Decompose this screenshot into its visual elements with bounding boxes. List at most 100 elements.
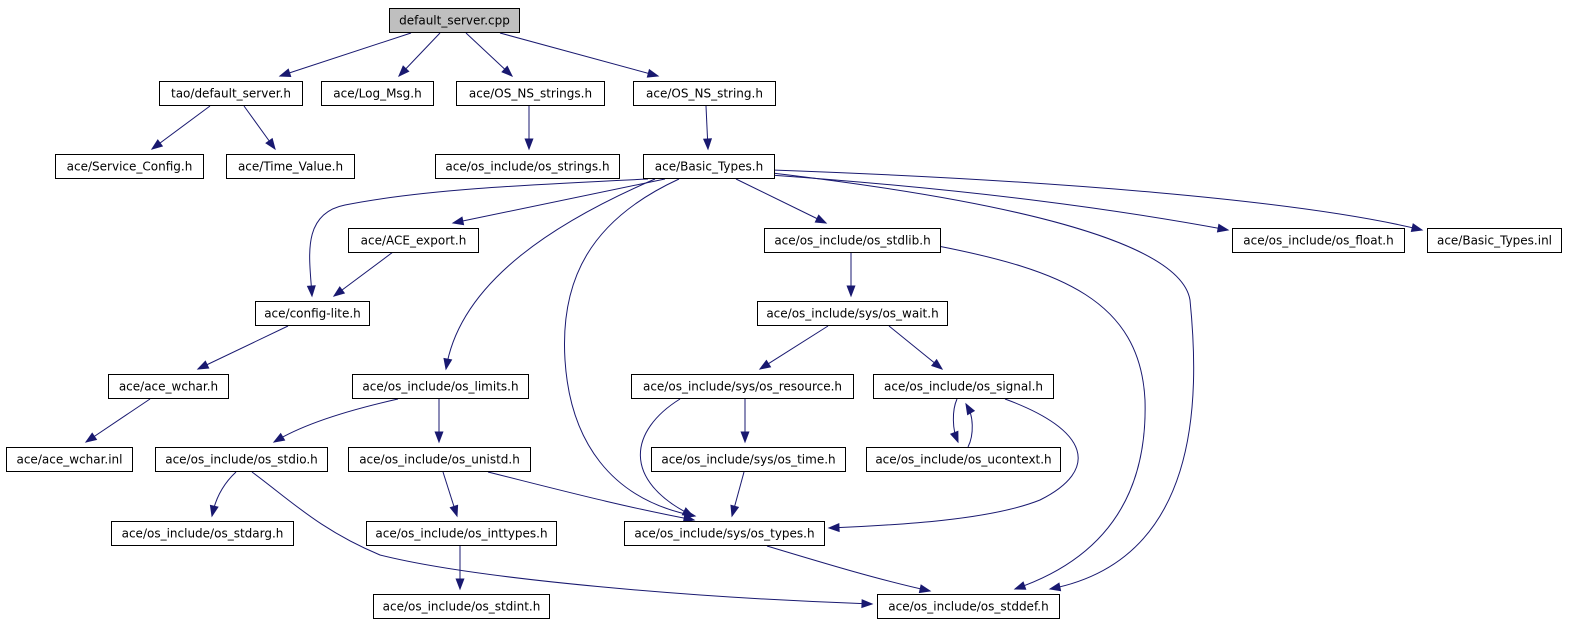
node-box (633, 81, 776, 106)
node-ace-export[interactable]: ace/ACE_export.h (348, 228, 479, 253)
node-os-unistd[interactable]: ace/os_include/os_unistd.h (348, 447, 531, 472)
edge-arrowhead (1048, 582, 1062, 592)
node-label: ace/os_include/os_stdarg.h (122, 527, 284, 541)
edge-config_lite-to-ace_wchar (196, 325, 289, 370)
node-label: ace/config-lite.h (264, 307, 361, 321)
node-label: ace/Service_Config.h (67, 160, 193, 174)
edge-root-to-os_ns_strings (465, 32, 514, 77)
node-os-ns-string[interactable]: ace/OS_NS_string.h (633, 81, 776, 106)
edge-os_wait-to-os_resource (758, 325, 829, 370)
edge-line (828, 398, 1079, 529)
node-tao-default-server[interactable]: tao/default_server.h (159, 81, 303, 106)
edge-line (151, 105, 211, 150)
node-os-stdio[interactable]: ace/os_include/os_stdio.h (155, 447, 328, 472)
node-basic-types-inl[interactable]: ace/Basic_Types.inl (1427, 228, 1562, 253)
node-box (159, 81, 303, 106)
node-label: ace/os_include/os_strings.h (445, 160, 609, 174)
node-box (321, 81, 434, 106)
node-box (643, 154, 775, 179)
edge-arrowhead (209, 504, 219, 518)
node-label: ace/os_include/os_stddef.h (888, 600, 1048, 614)
edge-os_wait-to-os_signal (888, 325, 944, 370)
node-os-float[interactable]: ace/os_include/os_float.h (1232, 228, 1405, 253)
node-label: ace/os_include/sys/os_wait.h (766, 307, 938, 321)
node-basic-types[interactable]: ace/Basic_Types.h (643, 154, 775, 179)
node-os-inttypes[interactable]: ace/os_include/os_inttypes.h (366, 521, 557, 546)
edge-arrowhead (272, 432, 286, 443)
node-os-strings[interactable]: ace/os_include/os_strings.h (435, 154, 620, 179)
edge-arrowhead (646, 68, 660, 78)
node-box (651, 447, 846, 472)
edge-basic_types-to-config_lite (306, 178, 649, 298)
node-log-msg[interactable]: ace/Log_Msg.h (321, 81, 434, 106)
edge-basic_types-to-os_stdlib (735, 178, 828, 224)
edge-os_inttypes-to-os_stdint (455, 546, 465, 591)
node-box (226, 154, 355, 179)
node-os-stdint[interactable]: ace/os_include/os_stdint.h (373, 594, 550, 619)
edge-os_resource-to-os_time (740, 399, 750, 444)
node-box (873, 374, 1054, 399)
node-os-wait[interactable]: ace/os_include/sys/os_wait.h (757, 301, 948, 326)
node-box (108, 374, 229, 399)
node-box (366, 521, 557, 546)
node-label: ace/ace_wchar.h (119, 380, 218, 394)
node-os-ns-strings[interactable]: ace/OS_NS_strings.h (456, 81, 605, 106)
node-box (624, 521, 825, 546)
edge-arrowhead (451, 216, 465, 226)
edge-line (735, 178, 827, 224)
node-os-signal[interactable]: ace/os_include/os_signal.h (873, 374, 1054, 399)
edge-arrowhead (846, 285, 856, 298)
edge-arrowhead (814, 214, 828, 224)
node-box (1427, 228, 1562, 253)
edge-arrowhead (1410, 223, 1424, 232)
edge-os_signal-to-os_ucontext (949, 398, 959, 444)
node-label: ace/ACE_export.h (361, 234, 467, 248)
node-box (866, 447, 1061, 472)
node-config-lite[interactable]: ace/config-lite.h (255, 301, 370, 326)
edge-basic_types-to-os_stddef (771, 172, 1195, 592)
edge-line (452, 178, 666, 224)
edge-line (639, 398, 694, 517)
node-root[interactable]: default_server.cpp (389, 8, 520, 33)
node-label: ace/os_include/os_stdint.h (383, 600, 541, 614)
edge-os_limits-to-os_unistd (434, 399, 444, 444)
edge-arrowhead (398, 65, 410, 78)
node-os-types[interactable]: ace/os_include/sys/os_types.h (624, 521, 825, 546)
node-service-config[interactable]: ace/Service_Config.h (55, 154, 204, 179)
node-box (456, 81, 605, 106)
edge-arrowhead (278, 68, 292, 78)
edge-root-to-log_msg (398, 32, 441, 78)
edge-line (771, 169, 1423, 231)
node-os-stdarg[interactable]: ace/os_include/os_stdarg.h (111, 521, 294, 546)
node-ace-wchar[interactable]: ace/ace_wchar.h (108, 374, 229, 399)
node-os-ucontext[interactable]: ace/os_include/os_ucontext.h (866, 447, 1061, 472)
edge-arrowhead (965, 402, 976, 416)
node-label: ace/os_include/sys/os_time.h (661, 453, 835, 467)
edge-ace_wchar-to-ace_wchar_inl (84, 398, 151, 443)
edge-arrowhead (681, 507, 695, 517)
node-os-stdlib[interactable]: ace/os_include/os_stdlib.h (764, 228, 941, 253)
node-label: ace/os_include/os_unistd.h (359, 453, 520, 467)
edge-arrowhead (1013, 581, 1027, 590)
node-os-stddef[interactable]: ace/os_include/os_stddef.h (877, 594, 1060, 619)
edge-line (759, 325, 829, 370)
edge-line (279, 32, 412, 77)
edge-arrowhead (150, 139, 164, 150)
node-ace-wchar-inl[interactable]: ace/ace_wchar.inl (6, 447, 133, 472)
edge-basic_types-to-basic_types_inl (771, 169, 1424, 232)
edge-os_time-to-os_types (730, 471, 745, 518)
node-os-time[interactable]: ace/os_include/sys/os_time.h (651, 447, 846, 472)
node-os-resource[interactable]: ace/os_include/sys/os_resource.h (631, 374, 854, 399)
edge-line (563, 178, 696, 517)
node-label: ace/os_include/os_signal.h (884, 380, 1043, 394)
node-os-limits[interactable]: ace/os_include/os_limits.h (352, 374, 529, 399)
node-box (757, 301, 948, 326)
node-box (348, 228, 479, 253)
edge-arrowhead (332, 286, 346, 297)
node-label: ace/os_include/os_stdio.h (165, 453, 318, 467)
node-box (255, 301, 370, 326)
edge-arrowhead (455, 578, 465, 591)
node-label: ace/ace_wchar.inl (16, 453, 122, 467)
node-time-value[interactable]: ace/Time_Value.h (226, 154, 355, 179)
node-box (352, 374, 529, 399)
